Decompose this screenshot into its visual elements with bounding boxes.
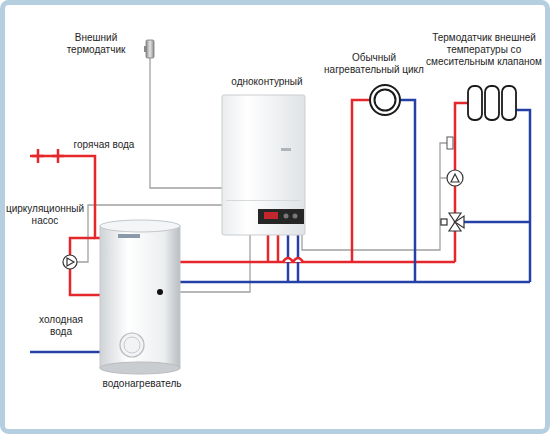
hot-pipe-part	[32, 149, 44, 163]
water-heater-part	[157, 289, 163, 295]
external-sensor	[144, 40, 154, 58]
water-heater-part	[118, 234, 140, 238]
panel-radiator	[468, 86, 516, 120]
crossing-hop	[283, 258, 303, 262]
control-wire-part	[150, 58, 222, 188]
part-label: Внешний термодатчик	[48, 32, 144, 56]
panel-radiator-part	[502, 86, 516, 120]
part-label: Обычный нагревательный цикл	[318, 52, 430, 76]
mixing-valve	[441, 213, 464, 231]
part-label: Термодатчик внешней температуры со смеси…	[422, 32, 546, 68]
water-heater-part	[100, 226, 180, 368]
part-label: водонагреватель	[92, 378, 192, 390]
pump-symbol-part	[67, 258, 74, 266]
return-pipe-part	[516, 110, 530, 282]
frame	[3, 3, 548, 432]
boiler-part	[226, 200, 301, 201]
part-label: циркуляционный насос	[5, 203, 85, 227]
boiler-part	[281, 148, 291, 151]
pump-symbol-part	[447, 170, 463, 186]
water-heater-part	[100, 362, 180, 374]
return-pipe-part	[400, 100, 415, 282]
radiator-symbol-part	[370, 85, 400, 115]
water-heater-part	[124, 337, 140, 353]
control-wire-part	[440, 177, 447, 178]
mixing-valve-part	[441, 219, 447, 225]
flow-sensor	[447, 137, 453, 149]
panel-radiator-part	[485, 86, 499, 120]
mixing-valve-part	[455, 216, 464, 228]
radiator-symbol	[370, 85, 400, 115]
boiler-part	[222, 95, 305, 235]
control-wire-part	[302, 143, 448, 250]
part-label: одноконтурный	[222, 76, 312, 88]
boiler-part	[293, 214, 298, 219]
part-label: холодная вода	[30, 314, 92, 338]
return-pipe-part	[178, 281, 530, 284]
pump-symbol-part	[63, 255, 77, 269]
hot-pipe-part	[267, 233, 270, 262]
panel-radiator-part	[468, 86, 482, 120]
pump-symbol-part	[451, 174, 459, 182]
crossing-hop-part	[283, 258, 293, 262]
return-pipe-part	[30, 351, 102, 354]
part-label: горячая вода	[66, 139, 142, 151]
boiler-part	[284, 214, 289, 219]
hot-pipe-part	[277, 233, 280, 262]
boiler	[222, 95, 305, 235]
radiator-symbol-part	[375, 90, 396, 111]
external-sensor-part	[146, 40, 154, 58]
hot-pipe-part	[52, 149, 64, 163]
water-heater-part	[100, 220, 180, 232]
boiler-part	[264, 212, 278, 219]
crossing-hop-part	[293, 258, 303, 262]
hot-pipe-part	[178, 261, 455, 264]
water-heater	[100, 220, 180, 374]
hot-pipe-part	[352, 100, 370, 262]
boiler-part	[258, 209, 304, 224]
water-heater-part	[120, 333, 144, 357]
return-pipe-part	[462, 221, 530, 224]
flow-sensor-part	[447, 137, 453, 149]
external-sensor-part	[144, 46, 146, 52]
pump-symbol	[63, 170, 463, 269]
